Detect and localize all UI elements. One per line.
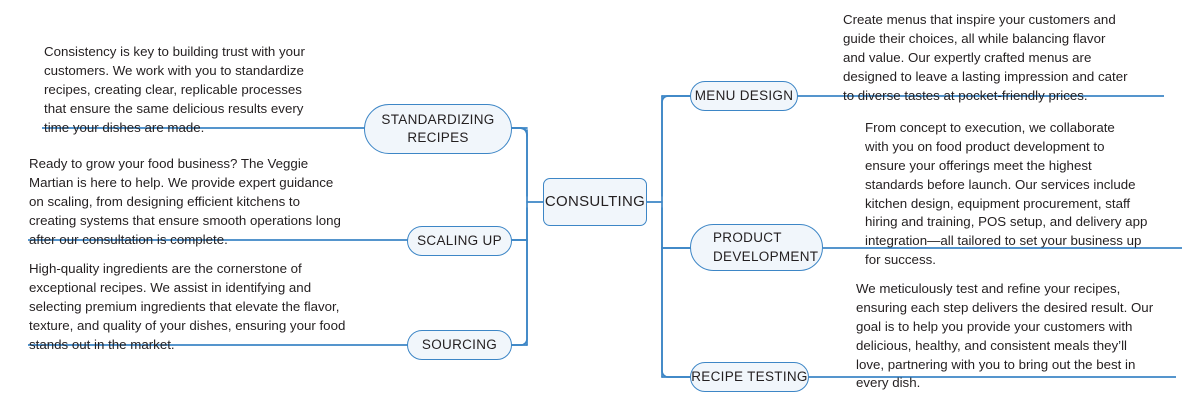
description-product-development: From concept to execution, we collaborat… (865, 120, 1148, 268)
node-scaling-up[interactable]: SCALING UP (407, 226, 512, 256)
node-menu-design-label: MENU DESIGN (694, 87, 794, 103)
node-product-development-label: PRODUCT DEVELOPMENT (713, 230, 819, 264)
node-recipe-testing-label: RECIPE TESTING (691, 368, 808, 384)
node-standardizing-recipes[interactable]: STANDARDIZING RECIPES (364, 104, 512, 154)
node-recipe-testing[interactable]: RECIPE TESTING (690, 362, 809, 392)
connector-elbow-right-top (661, 95, 691, 197)
node-scaling-up-label: SCALING UP (417, 232, 502, 248)
node-standardizing-recipes-label: STANDARDIZING RECIPES (381, 111, 495, 145)
description-sourcing: High-quality ingredients are the corners… (29, 261, 346, 352)
node-product-development[interactable]: PRODUCT DEVELOPMENT (690, 224, 823, 271)
connector-left-spine-top-curve (510, 127, 528, 137)
node-sourcing-label: SOURCING (421, 336, 498, 352)
node-menu-design[interactable]: MENU DESIGN (690, 81, 798, 111)
connector-elbow-right-bottom (661, 207, 691, 378)
node-sourcing[interactable]: SOURCING (407, 330, 512, 360)
connector-elbow-left-top (511, 127, 528, 197)
node-consulting-label: CONSULTING (544, 192, 646, 210)
description-recipe-testing: We meticulously test and refine your rec… (856, 281, 1154, 391)
node-consulting[interactable]: CONSULTING (543, 178, 647, 226)
connector-elbow-left-bottom (511, 207, 528, 346)
description-scaling-up: Ready to grow your food business? The Ve… (29, 156, 341, 247)
description-menu-design: Create menus that inspire your customers… (843, 12, 1128, 103)
description-standardizing-recipes: Consistency is key to building trust wit… (44, 44, 305, 135)
